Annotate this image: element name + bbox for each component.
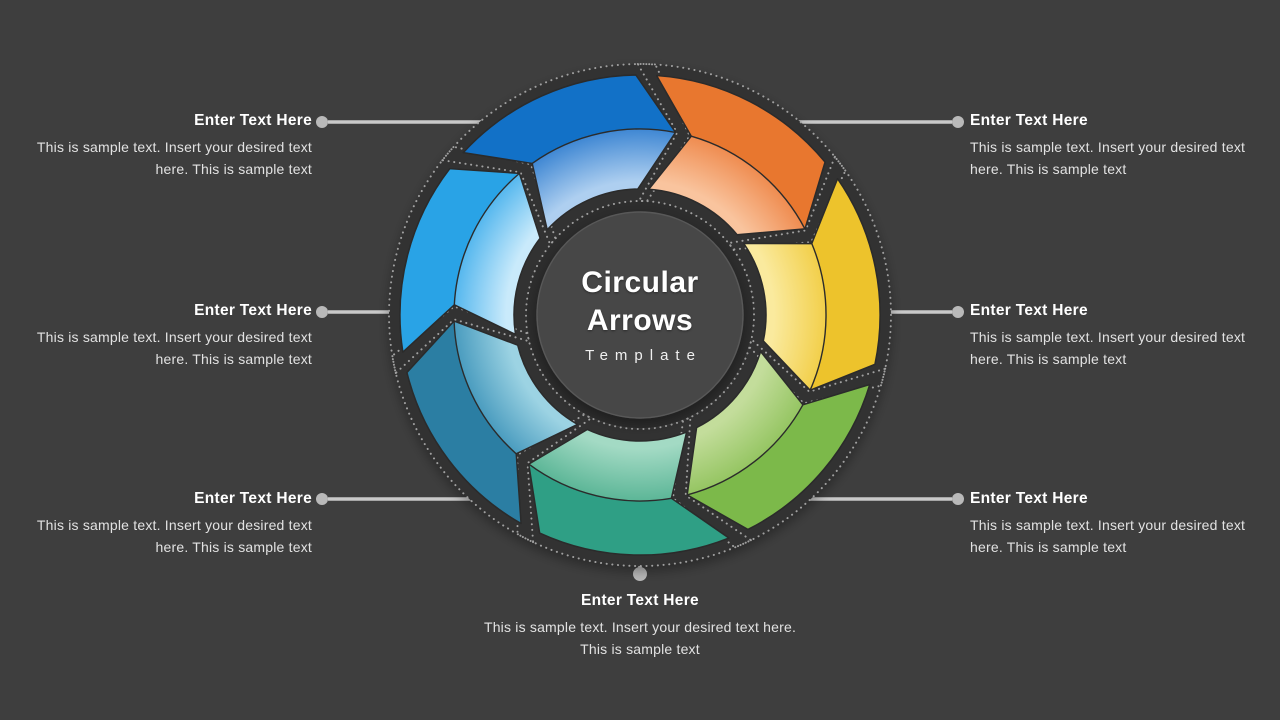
callout-body[interactable]: This is sample text. Insert your desired… bbox=[970, 329, 1246, 367]
callout-title[interactable]: Enter Text Here bbox=[970, 302, 1088, 319]
arrow-outer-band-orange bbox=[656, 74, 826, 230]
dotted-outline-yellow bbox=[726, 154, 892, 405]
connector-dot-left-2 bbox=[316, 306, 328, 318]
arrow-outer-band-dark-blue bbox=[462, 74, 677, 165]
dotted-outline-light-blue bbox=[388, 145, 557, 375]
callout-body[interactable]: This is sample text. Insert your desired… bbox=[970, 517, 1246, 555]
callout-left-1[interactable]: Enter Text Here This is sample text. Ins… bbox=[32, 112, 312, 180]
connector-dot-right-3 bbox=[952, 493, 964, 505]
dotted-outline-green bbox=[671, 337, 887, 549]
connector-dot-left-1 bbox=[316, 116, 328, 128]
arrow-segment-steel-blue[interactable] bbox=[406, 320, 579, 525]
callout-right-3[interactable]: Enter Text Here This is sample text. Ins… bbox=[970, 490, 1250, 558]
callout-right-2[interactable]: Enter Text Here This is sample text. Ins… bbox=[970, 302, 1250, 370]
connector-dot-bottom bbox=[633, 567, 647, 581]
callout-left-3[interactable]: Enter Text Here This is sample text. Ins… bbox=[32, 490, 312, 558]
arrow-segment-light-blue[interactable] bbox=[399, 167, 541, 353]
arrow-segments bbox=[399, 74, 881, 556]
connector-dot-right-1 bbox=[952, 116, 964, 128]
dotted-outline-teal bbox=[516, 413, 753, 568]
arrow-segment-yellow[interactable] bbox=[743, 178, 881, 391]
callout-title[interactable]: Enter Text Here bbox=[194, 302, 312, 319]
callout-title[interactable]: Enter Text Here bbox=[581, 592, 699, 609]
center-circle[interactable] bbox=[536, 211, 744, 419]
dotted-outlines bbox=[388, 62, 892, 568]
callout-bottom-1[interactable]: Enter Text Here This is sample text. Ins… bbox=[475, 592, 805, 660]
dotted-outline-steel-blue bbox=[391, 305, 594, 544]
center-subtitle: Template bbox=[585, 347, 702, 364]
callout-body[interactable]: This is sample text. Insert your desired… bbox=[36, 329, 312, 367]
connector-dot-right-2 bbox=[952, 306, 964, 318]
arrow-outer-band-green bbox=[686, 383, 871, 531]
arrow-segment-teal[interactable] bbox=[528, 428, 730, 556]
arrow-outer-band-steel-blue bbox=[406, 320, 522, 525]
callout-title[interactable]: Enter Text Here bbox=[970, 490, 1088, 507]
callout-body[interactable]: This is sample text. Insert your desired… bbox=[36, 139, 312, 177]
arrow-segment-orange[interactable] bbox=[648, 74, 826, 236]
callout-left-2[interactable]: Enter Text Here This is sample text. Ins… bbox=[32, 302, 312, 370]
callout-title[interactable]: Enter Text Here bbox=[194, 112, 312, 129]
callout-body[interactable]: This is sample text. Insert your desired… bbox=[970, 139, 1246, 177]
connector-dot-left-3 bbox=[316, 493, 328, 505]
diagram-center-label[interactable]: Circular Arrows Template bbox=[530, 264, 750, 364]
dotted-outline-orange bbox=[636, 62, 847, 251]
arrow-segment-green[interactable] bbox=[686, 350, 871, 531]
callout-title[interactable]: Enter Text Here bbox=[194, 490, 312, 507]
arrow-outer-band-yellow bbox=[809, 178, 881, 391]
callout-body[interactable]: This is sample text. Insert your desired… bbox=[483, 619, 797, 657]
center-title-line2: Arrows bbox=[586, 304, 694, 337]
arrow-segment-dark-blue[interactable] bbox=[462, 74, 677, 231]
arrow-outer-band-light-blue bbox=[399, 168, 521, 353]
callout-right-1[interactable]: Enter Text Here This is sample text. Ins… bbox=[970, 112, 1250, 180]
arrow-outer-band-teal bbox=[528, 463, 730, 556]
callout-body[interactable]: This is sample text. Insert your desired… bbox=[36, 517, 312, 555]
center-title-line1: Circular bbox=[581, 266, 699, 299]
dotted-outline-dark-blue bbox=[440, 63, 691, 247]
callout-title[interactable]: Enter Text Here bbox=[970, 112, 1088, 129]
